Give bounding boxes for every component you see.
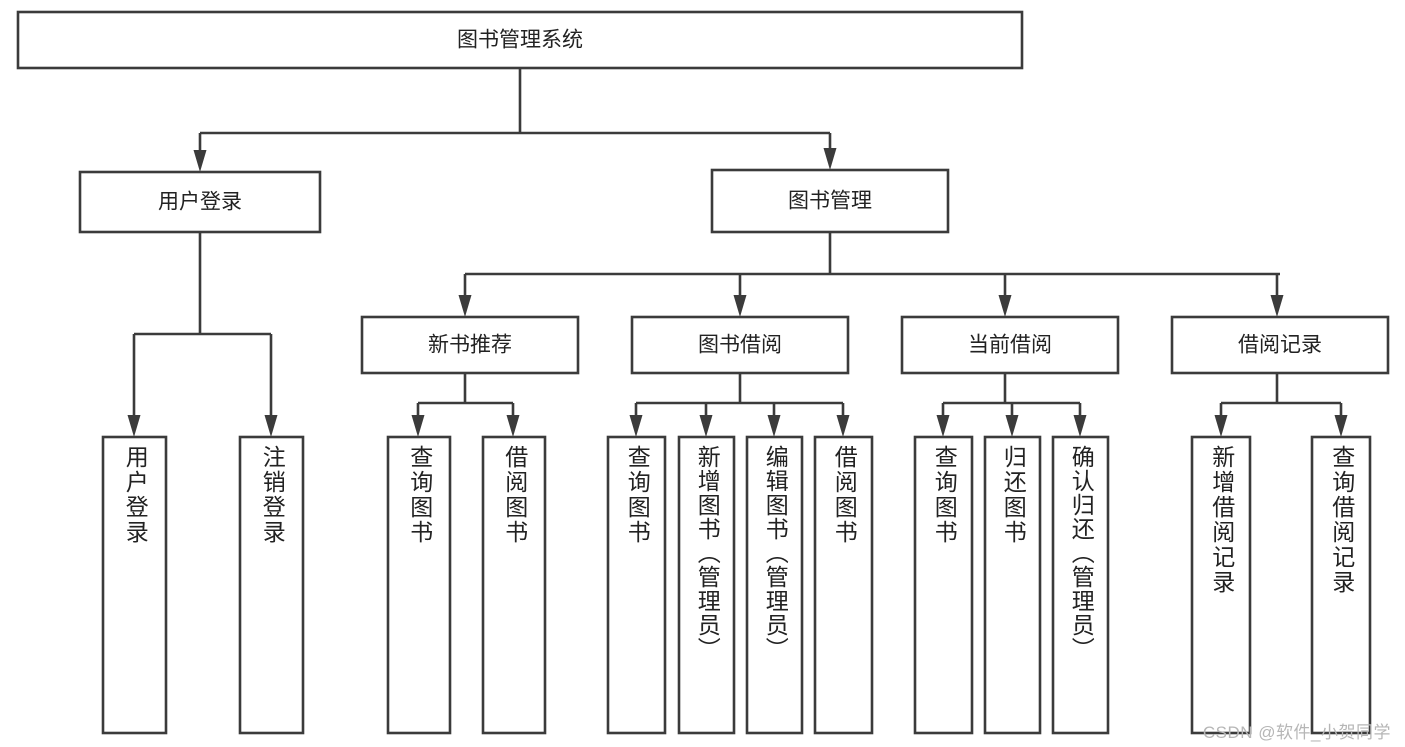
node-root-box <box>16 10 1024 70</box>
conn-nbr-a1-arrowhead-icon <box>411 415 425 437</box>
conn-bm-to-borrow-record-arrowhead-icon <box>1270 295 1284 317</box>
conn-user-login-to-leaf2-arrowhead-icon <box>264 415 278 437</box>
conn-cb-a3-arrowhead-icon <box>1073 415 1087 437</box>
node-book-manage-label: 图书管理 <box>788 190 872 213</box>
conn-bm-to-current-borrow-arrowhead-icon <box>998 295 1012 317</box>
node-borrow-record-box <box>1170 315 1390 375</box>
node-leaf-user-logout-box <box>238 435 305 735</box>
node-leaf-user-login-box <box>101 435 168 735</box>
node-current-borrow-box <box>900 315 1120 375</box>
conn-user-login-to-leaf1-arrowhead-icon <box>127 415 141 437</box>
conn-cb-a1-arrowhead-icon <box>936 415 950 437</box>
node-box-layer <box>16 10 1390 735</box>
conn-bb-a1-arrowhead-icon <box>629 415 643 437</box>
node-leaf-add-borrow-record-box <box>1190 435 1252 735</box>
conn-bb-a2-arrowhead-icon <box>699 415 713 437</box>
conn-root-to-user-login-arrowhead-icon <box>193 150 207 172</box>
conn-bm-to-book-borrow-arrowhead-icon <box>733 295 747 317</box>
node-leaf-return-book-box <box>983 435 1042 735</box>
node-book-borrow-label: 图书借阅 <box>698 334 782 357</box>
node-current-borrow-label: 当前借阅 <box>968 334 1052 357</box>
conn-nbr-a2-arrowhead-icon <box>506 415 520 437</box>
connector-layer <box>127 68 1348 437</box>
node-leaf-confirm-return-admin-box <box>1051 435 1110 735</box>
conn-bb-a4-arrowhead-icon <box>836 415 850 437</box>
node-leaf-borrow-book-rec-box <box>481 435 547 735</box>
conn-br-a1-arrowhead-icon <box>1214 415 1228 437</box>
conn-root-to-book-manage-arrowhead-icon <box>823 148 837 170</box>
node-leaf-edit-book-admin-box <box>745 435 804 735</box>
node-new-book-rec-box <box>360 315 580 375</box>
node-leaf-query-borrow-record-box <box>1310 435 1372 735</box>
node-borrow-record-label: 借阅记录 <box>1238 334 1322 357</box>
node-user-login-label: 用户登录 <box>158 191 242 214</box>
node-leaf-query-book-rec-box <box>386 435 452 735</box>
csdn-watermark: CSDN @软件_小贺同学 <box>1202 723 1391 742</box>
node-book-manage-box <box>710 168 950 234</box>
node-new-book-rec-label: 新书推荐 <box>428 334 512 357</box>
conn-bb-a3-arrowhead-icon <box>767 415 781 437</box>
node-leaf-add-book-admin-box <box>677 435 736 735</box>
node-leaf-query-book-borrow-box <box>606 435 667 735</box>
node-book-borrow-box <box>630 315 850 375</box>
node-user-login-box <box>78 170 322 234</box>
node-root-label: 图书管理系统 <box>457 29 583 52</box>
node-leaf-query-book-current-box <box>913 435 974 735</box>
conn-br-a2-arrowhead-icon <box>1334 415 1348 437</box>
node-leaf-borrow-book-box <box>813 435 874 735</box>
conn-cb-a2-arrowhead-icon <box>1005 415 1019 437</box>
conn-bm-to-new-book-rec-arrowhead-icon <box>458 295 472 317</box>
